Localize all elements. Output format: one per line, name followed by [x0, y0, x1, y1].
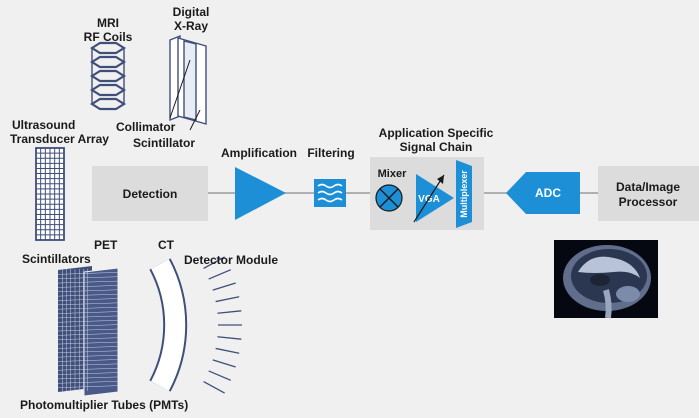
detector-module-label: Detector Module: [184, 253, 279, 267]
ct-detector-arc-icon: [149, 256, 242, 394]
processor-text-1: Data/Image: [616, 180, 680, 194]
amplification-label: Amplification: [220, 146, 297, 160]
amplifier-icon: [235, 167, 286, 220]
rf-coils-label: RF Coils: [83, 30, 133, 44]
pet-scintillator-icon: [57, 266, 119, 397]
coil-stack-icon: [89, 41, 127, 111]
asic-title-2: Signal Chain: [399, 140, 473, 154]
ct-label: CT: [158, 238, 174, 252]
xray-label: X-Ray: [173, 19, 208, 33]
mixer-text: Mixer: [378, 168, 407, 180]
scintillator-label: Scintillator: [133, 136, 196, 150]
filtering-label: Filtering: [307, 146, 355, 160]
mixer-cross-icon: [375, 184, 403, 212]
multiplexer-shape: [456, 160, 472, 228]
pmts-label: Photomultiplier Tubes (PMTs): [20, 398, 189, 412]
vga-triangle-icon: [416, 174, 454, 222]
xray-panel-icon: [169, 34, 207, 131]
mri-label: MRI: [97, 16, 119, 30]
transducer-array-label: Transducer Array: [10, 132, 109, 146]
pet-label: PET: [94, 238, 118, 252]
transducer-array-icon: [35, 147, 65, 241]
processor-box: [598, 166, 699, 221]
adc-shape: [506, 172, 580, 214]
brain-mri-image: [554, 240, 658, 319]
detection-text: Detection: [123, 187, 178, 201]
detection-box: [92, 166, 208, 221]
ultrasound-label: Ultrasound: [12, 118, 76, 132]
multiplexer-text: Multiplexer: [459, 170, 469, 218]
vga-gain-arrow-icon: [413, 174, 445, 223]
scintillators-label: Scintillators: [22, 252, 91, 266]
collimator-label: Collimator: [116, 120, 176, 134]
processor-text-2: Processor: [619, 195, 678, 209]
adc-text: ADC: [535, 186, 561, 200]
digital-label: Digital: [172, 5, 210, 19]
asic-title-1: Application Specific: [378, 126, 494, 140]
filter-wave-icon: [314, 179, 346, 207]
